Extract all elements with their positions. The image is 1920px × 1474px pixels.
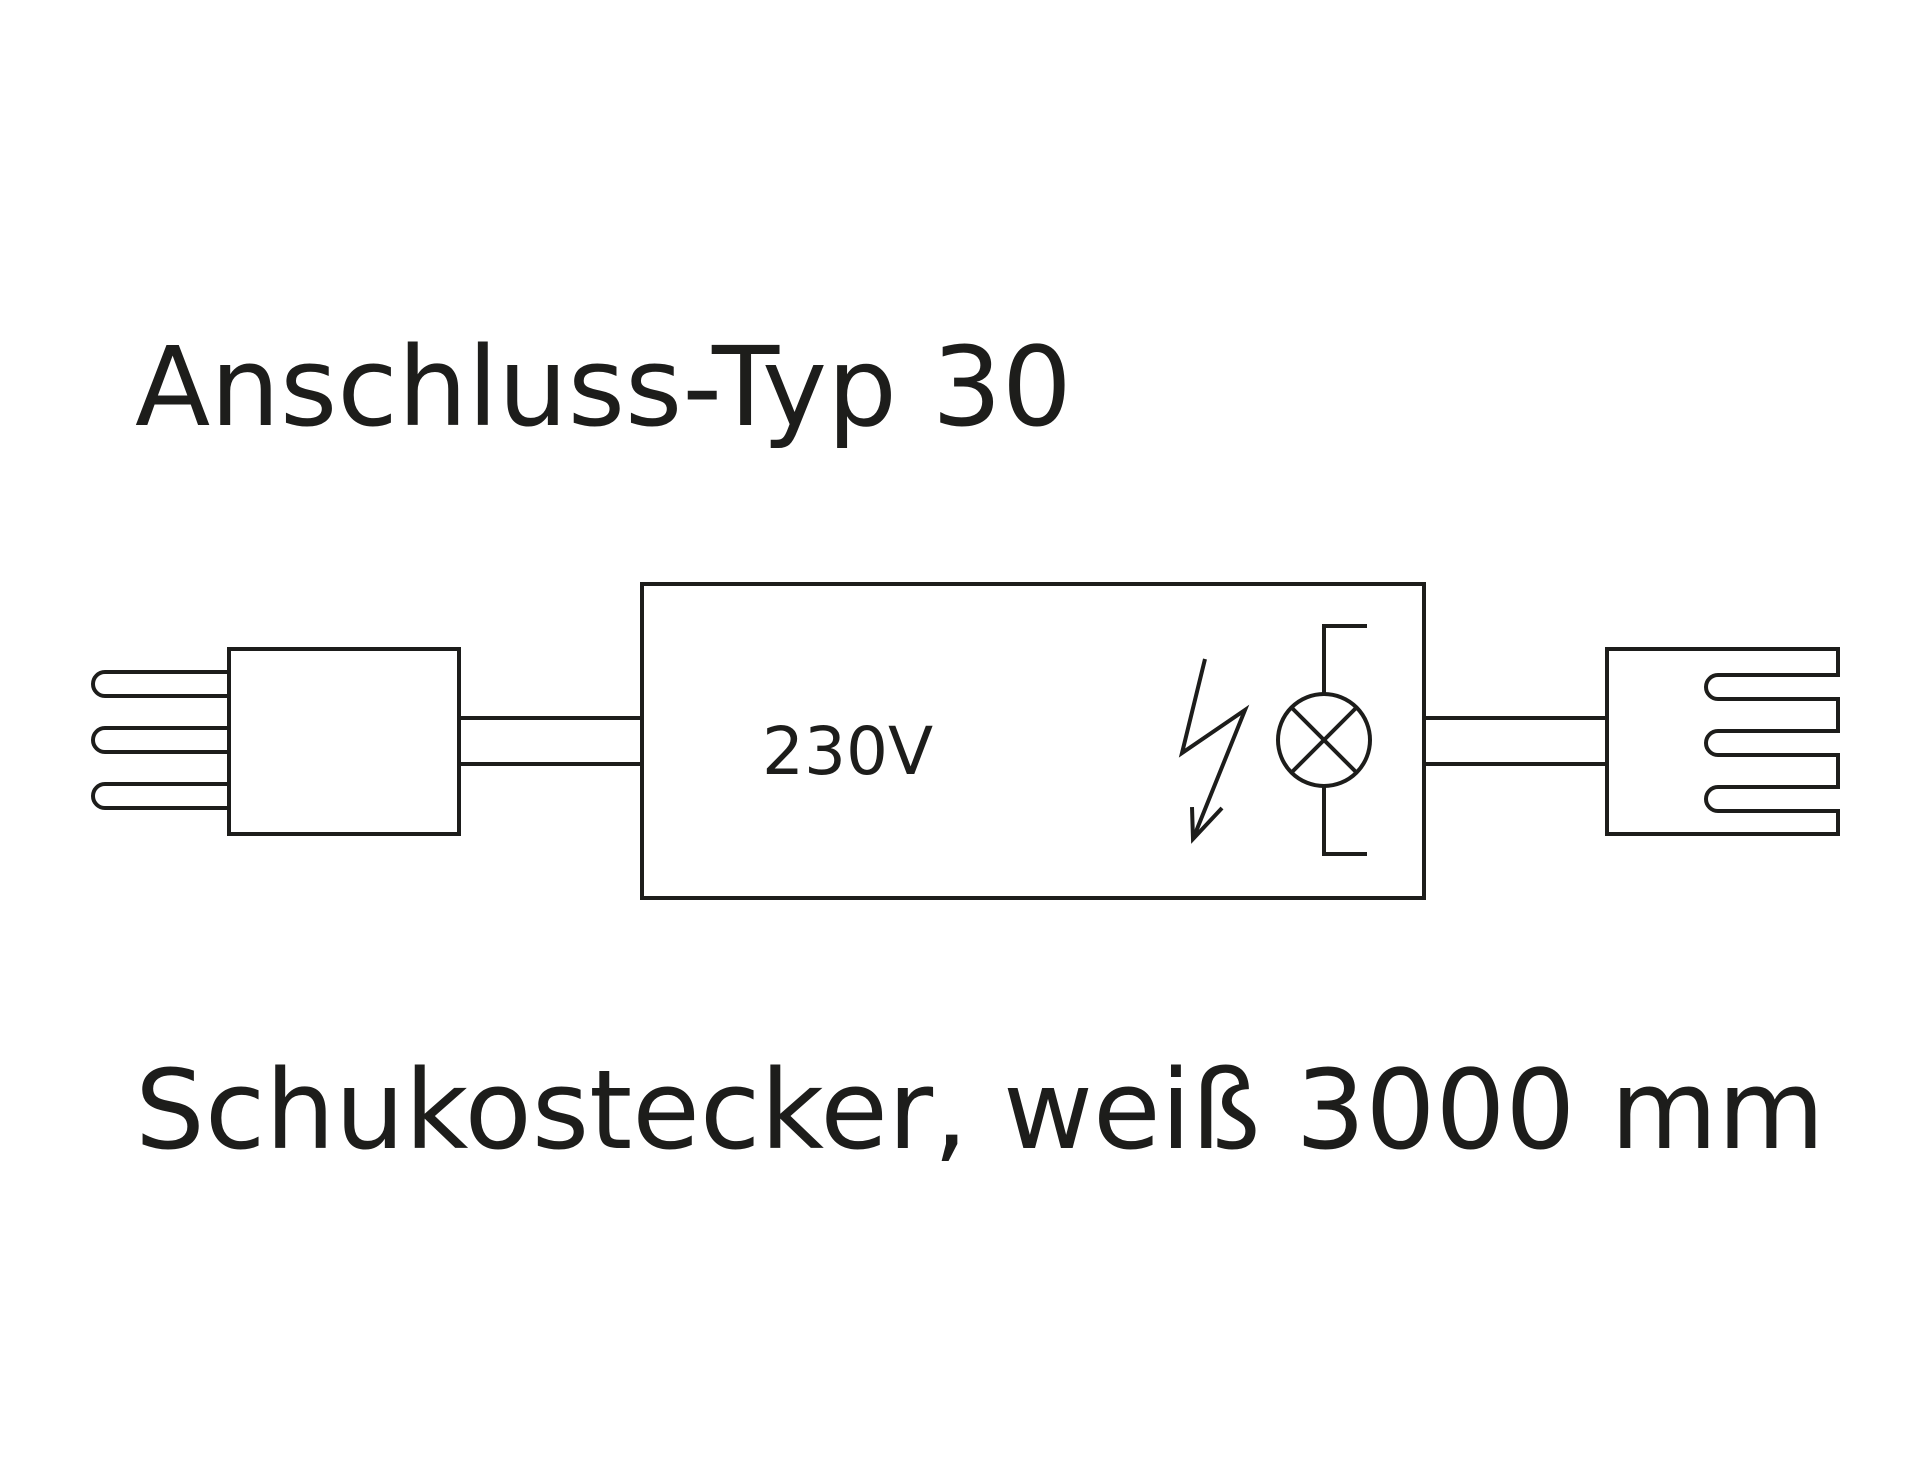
plug-prong <box>91 726 229 754</box>
plug-body <box>227 647 461 836</box>
cable-left <box>459 716 642 766</box>
lightning-icon <box>1178 658 1250 844</box>
plug-icon <box>91 647 461 836</box>
plug-prong <box>91 670 229 698</box>
socket-body <box>1605 647 1840 836</box>
voltage-label: 230V <box>762 713 933 790</box>
plug-prong <box>91 782 229 810</box>
diagram-title: Anschluss-Typ 30 <box>135 323 1072 451</box>
footer-label: Schukostecker, weiß 3000 mm <box>135 1046 1825 1174</box>
socket-icon <box>1605 647 1840 836</box>
lamp-icon <box>1276 624 1372 856</box>
driver-box <box>640 582 1426 900</box>
cable-right <box>1424 716 1607 766</box>
